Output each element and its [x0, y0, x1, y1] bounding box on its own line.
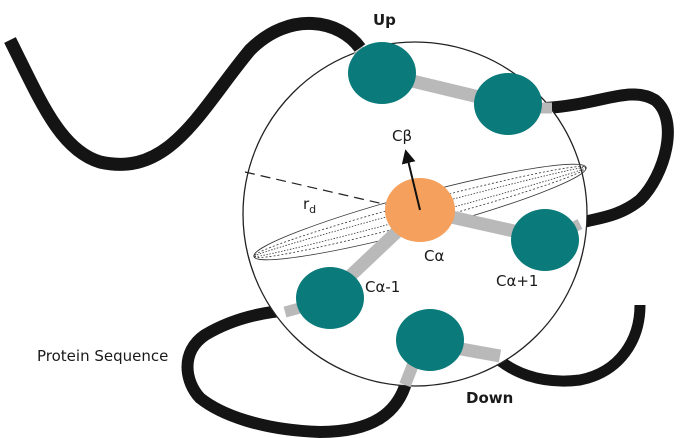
bond-cminus-ribbon — [283, 302, 302, 318]
c-beta-arrow — [401, 149, 421, 211]
residue-c-alpha-minus — [296, 267, 364, 329]
ribbon-right-loop — [544, 88, 674, 231]
residue-up-1 — [348, 42, 416, 104]
residue-up-2 — [474, 73, 542, 135]
protein-backbone-ribbon — [4, 17, 674, 438]
residue-c-alpha-plus — [511, 209, 579, 271]
label-r-d-sub: d — [309, 203, 316, 216]
residues — [296, 42, 579, 371]
label-protein-sequence: Protein Sequence — [37, 347, 168, 365]
label-c-beta: Cβ — [392, 127, 412, 145]
label-r-d: rd — [303, 195, 316, 216]
label-down: Down — [466, 389, 513, 407]
label-c-alpha-plus: Cα+1 — [496, 272, 538, 290]
label-c-alpha-minus: Cα-1 — [365, 278, 400, 296]
label-up: Up — [373, 11, 396, 29]
label-c-alpha: Cα — [424, 247, 444, 265]
residue-down-1 — [396, 309, 464, 371]
ribbon-top-left — [4, 17, 366, 171]
ribbon-bottom-right — [486, 304, 646, 387]
label-r-d-main: r — [303, 195, 310, 213]
ribbon-bottom-left — [181, 304, 414, 438]
